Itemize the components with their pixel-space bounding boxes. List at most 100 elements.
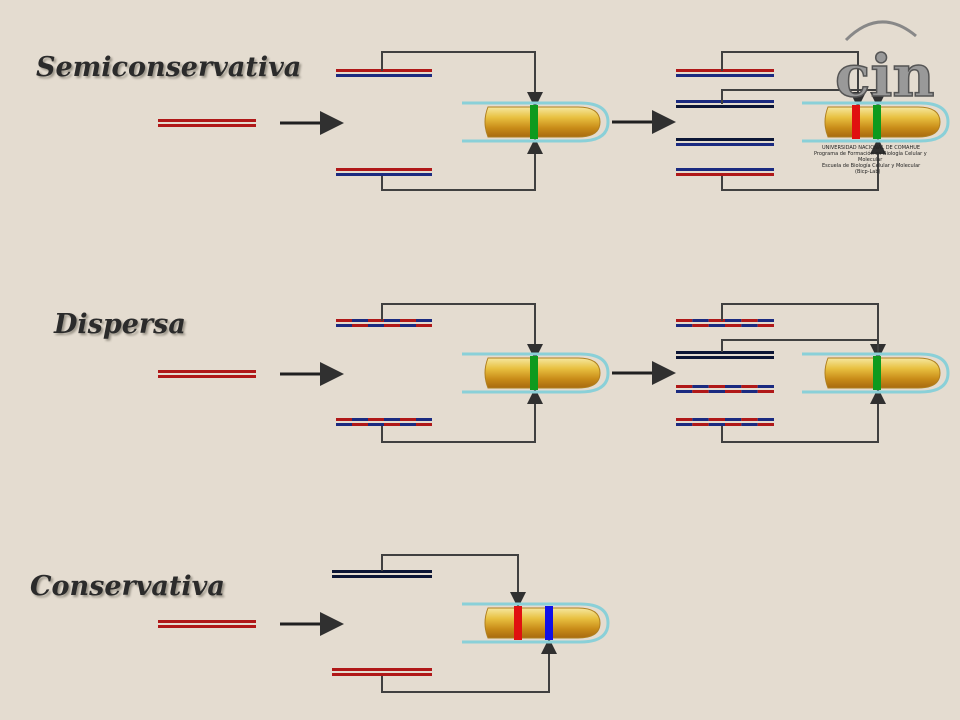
gen2-dna-disp-1-strand-bottom-seg — [741, 324, 758, 327]
logo-line-4: Escuela de Biología Celular y Molecular — [822, 163, 921, 169]
gen2-dna-disp-1-strand-bottom-seg — [692, 324, 709, 327]
gen1-dna-cons-bottom-strand-top — [332, 668, 432, 671]
gen1-dna-semi-top-strand-top — [336, 69, 432, 72]
gen2-dna-disp-1-strand-bottom-seg — [676, 324, 693, 327]
gen2-dna-disp-2-strand-bottom — [676, 356, 774, 359]
logo-letters: cin — [835, 42, 935, 110]
gen1-dna-disp-top-strand-bottom-seg — [400, 324, 416, 327]
gen1-dna-cons-top-strand-bottom — [332, 575, 432, 578]
parent-dna-disp-strand-top — [158, 370, 256, 373]
gen1-dna-disp-bottom-strand-top-seg — [384, 418, 400, 421]
gen1-dna-disp-bottom-strand-top-seg — [400, 418, 416, 421]
gen2-dna-disp-3-strand-top-seg — [741, 385, 758, 388]
connector-disp-bottom — [381, 388, 543, 443]
institution-logo: cin — [834, 20, 935, 111]
gen1-dna-disp-top-strand-top-seg — [384, 319, 400, 322]
gen2-dna-disp-1-strand-top-seg — [725, 319, 742, 322]
tube-semi-gen2-band — [873, 105, 881, 139]
gen2-dna-disp-4-strand-top-seg — [725, 418, 742, 421]
gen2-dna-semi-3-strand-top — [676, 138, 774, 141]
tube-cons-gen1-rim — [462, 602, 610, 644]
gen2-dna-disp-1-strand-top-seg — [708, 319, 725, 322]
gen2-dna-disp-4-strand-top-seg — [741, 418, 758, 421]
gen1-dna-disp-top-strand-top-seg — [400, 319, 416, 322]
gen2-dna-disp-4-strand-bottom-seg — [741, 423, 758, 426]
gen2-dna-semi-4-strand-bottom — [676, 173, 774, 176]
tube-disp-gen2-rim — [802, 352, 950, 394]
tube-disp-gen1-rim — [462, 352, 610, 394]
gen2-dna-disp-4-strand-bottom-seg — [725, 423, 742, 426]
gen1-dna-cons-bottom-strand-bottom — [332, 673, 432, 676]
connector-cons-top — [381, 554, 526, 608]
tube-cons-gen1-band — [514, 606, 522, 640]
connector-semi2-bottom — [721, 138, 886, 191]
logo-line-1: UNIVERSIDAD NACIONAL DE COMAHUE — [822, 145, 921, 151]
gen2-dna-semi-1-strand-bottom — [676, 74, 774, 77]
gen1-dna-disp-top-strand-bottom-seg — [368, 324, 384, 327]
gen1-dna-disp-top-strand-bottom-seg — [384, 324, 400, 327]
gen2-dna-disp-1-strand-top-seg — [757, 319, 774, 322]
tube-semi-gen2-rim — [802, 101, 950, 143]
gen2-dna-disp-4-strand-bottom-seg — [676, 423, 693, 426]
connector-semi2-top-inner — [721, 89, 886, 108]
tube-semi-gen1-body — [484, 106, 601, 138]
gen2-dna-semi-1-strand-top — [676, 69, 774, 72]
connector-disp2-top-inner — [721, 339, 879, 352]
gen1-dna-semi-top-strand-bottom — [336, 74, 432, 77]
gen1-dna-disp-bottom-strand-top-seg — [352, 418, 368, 421]
gen2-dna-disp-1-strand-top-seg — [676, 319, 693, 322]
gen1-dna-disp-top-strand-bottom-seg — [416, 324, 432, 327]
gen2-dna-disp-2-strand-top — [676, 351, 774, 354]
title-dispersa: Dispersa — [54, 309, 186, 340]
gen2-dna-disp-3-strand-bottom-seg — [676, 390, 693, 393]
gen2-dna-disp-3-strand-top-seg — [725, 385, 742, 388]
gen1-dna-disp-bottom-strand-bottom-seg — [352, 423, 368, 426]
logo-line-3: Molecular — [858, 157, 883, 163]
gen2-dna-disp-4-strand-bottom-seg — [692, 423, 709, 426]
tube-semi-gen1-band — [530, 105, 538, 139]
gen1-dna-disp-bottom-strand-top-seg — [368, 418, 384, 421]
connector-semi-bottom — [381, 138, 543, 191]
gen1-dna-semi-bottom-strand-bottom — [336, 173, 432, 176]
gen2-dna-disp-3-strand-bottom-seg — [741, 390, 758, 393]
tube-cons-gen1-band — [545, 606, 553, 640]
gen2-dna-semi-2-strand-bottom — [676, 105, 774, 108]
gen2-dna-disp-3-strand-top-seg — [708, 385, 725, 388]
tube-disp-gen2-body — [824, 357, 941, 389]
gen1-dna-disp-top-strand-top-seg — [368, 319, 384, 322]
parent-dna-semi-strand-bottom — [158, 124, 256, 127]
gen2-dna-disp-3-strand-bottom-seg — [757, 390, 774, 393]
connector-disp-top — [381, 303, 543, 360]
tube-semi-gen2-body — [824, 106, 941, 138]
gen2-dna-disp-3-strand-top-seg — [692, 385, 709, 388]
tube-cons-gen1-body — [484, 607, 601, 639]
gen2-dna-disp-3-strand-bottom-seg — [725, 390, 742, 393]
title-conservativa: Conservativa — [30, 571, 225, 602]
gen2-dna-disp-1-strand-bottom-seg — [725, 324, 742, 327]
parent-dna-cons-strand-bottom — [158, 625, 256, 628]
gen2-dna-disp-1-strand-bottom-seg — [757, 324, 774, 327]
connector-semi2-top — [721, 51, 866, 108]
gen2-dna-disp-1-strand-bottom-seg — [708, 324, 725, 327]
gen2-dna-disp-4-strand-top-seg — [708, 418, 725, 421]
gen1-dna-disp-bottom-strand-bottom-seg — [336, 423, 352, 426]
gen1-dna-semi-bottom-strand-top — [336, 168, 432, 171]
gen2-dna-disp-3-strand-top-seg — [757, 385, 774, 388]
gen2-dna-disp-3-strand-top-seg — [676, 385, 693, 388]
gen2-dna-semi-3-strand-bottom — [676, 143, 774, 146]
logo-line-2: Programa de Formación en Biología Celula… — [814, 151, 927, 157]
logo-line-5: (Bicp-Lab) — [855, 169, 881, 175]
gen1-dna-disp-top-strand-bottom-seg — [336, 324, 352, 327]
gen1-dna-disp-bottom-strand-top-seg — [416, 418, 432, 421]
gen2-dna-disp-4-strand-top-seg — [692, 418, 709, 421]
gen1-dna-disp-top-strand-top-seg — [416, 319, 432, 322]
gen1-dna-disp-top-strand-top-seg — [336, 319, 352, 322]
title-semiconservativa: Semiconservativa — [36, 52, 302, 83]
gen2-dna-disp-4-strand-top-seg — [676, 418, 693, 421]
gen1-dna-disp-top-strand-top-seg — [352, 319, 368, 322]
gen2-dna-disp-3-strand-bottom-seg — [708, 390, 725, 393]
gen1-dna-disp-bottom-strand-top-seg — [336, 418, 352, 421]
gen2-dna-disp-4-strand-bottom-seg — [708, 423, 725, 426]
gen1-dna-disp-bottom-strand-bottom-seg — [400, 423, 416, 426]
